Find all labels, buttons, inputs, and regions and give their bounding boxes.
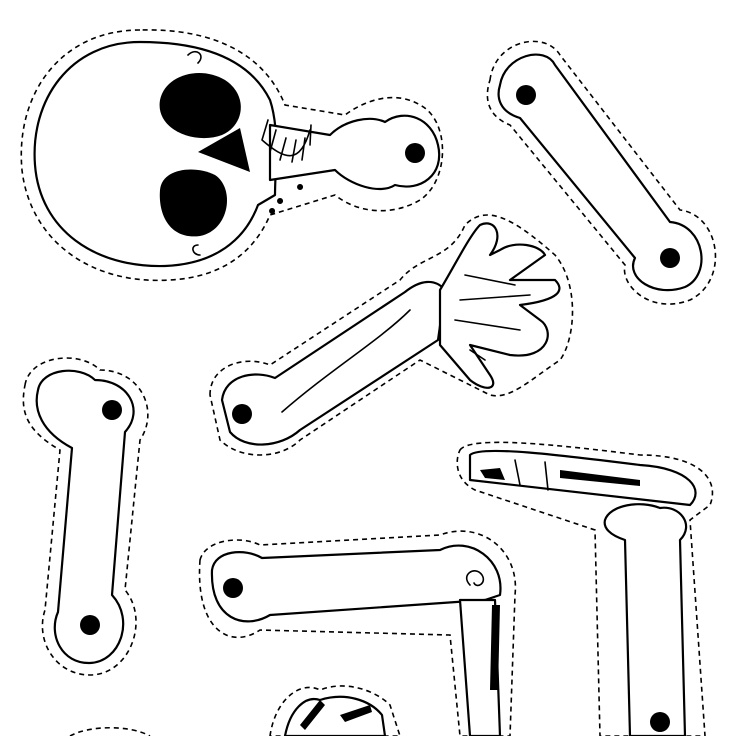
thigh-cut-line: [198, 530, 517, 736]
leg-cut-line: [456, 441, 714, 736]
upper-right-bone-piece: [486, 40, 717, 305]
toe-lines: [514, 459, 549, 491]
forearm-outline: [220, 280, 447, 446]
eye-socket-lower: [159, 169, 227, 237]
bone-outline: [497, 53, 703, 292]
cheek-dots: [269, 184, 304, 214]
lower-leg-shading: [490, 605, 500, 690]
pin-hole: [516, 85, 536, 105]
knee-swirl: [465, 570, 485, 587]
nose-cavity: [198, 128, 250, 172]
forearm-with-hand-piece: [209, 214, 574, 456]
foot-shading: [480, 468, 640, 486]
partial-hand-piece: [69, 685, 401, 736]
bottom-left-cut-line: [69, 726, 151, 736]
finger-joints: [454, 274, 531, 361]
left-vertical-bone-piece: [22, 357, 149, 676]
pin-hole: [660, 248, 680, 268]
thigh-outline: [210, 544, 502, 623]
pin-hole: [80, 615, 100, 635]
bone-outline: [35, 369, 135, 665]
eye-socket-upper: [159, 72, 241, 139]
skull-cut-line: [20, 29, 444, 282]
shin-with-foot-piece: [456, 441, 714, 736]
shin-outline: [603, 503, 688, 736]
bone-cut-line: [22, 357, 149, 676]
hand-outline: [438, 222, 561, 389]
bone-cut-line: [486, 40, 717, 305]
thigh-bone-piece: [198, 530, 517, 736]
skull-swirl: [187, 50, 202, 256]
pin-hole: [223, 578, 243, 598]
hand-shading: [300, 700, 372, 730]
neck-bone: [268, 114, 441, 190]
lower-leg-outline: [458, 598, 502, 736]
hand-cut-line: [269, 685, 401, 736]
pin-hole: [232, 404, 252, 424]
forearm-cut-line: [209, 214, 574, 456]
pin-hole: [102, 400, 122, 420]
pin-hole: [650, 712, 670, 732]
skull-piece: [20, 29, 444, 282]
neck-pin-hole: [405, 143, 425, 163]
teeth: [261, 119, 312, 163]
hand-outline: [283, 695, 387, 736]
forearm-split-line: [281, 309, 411, 413]
